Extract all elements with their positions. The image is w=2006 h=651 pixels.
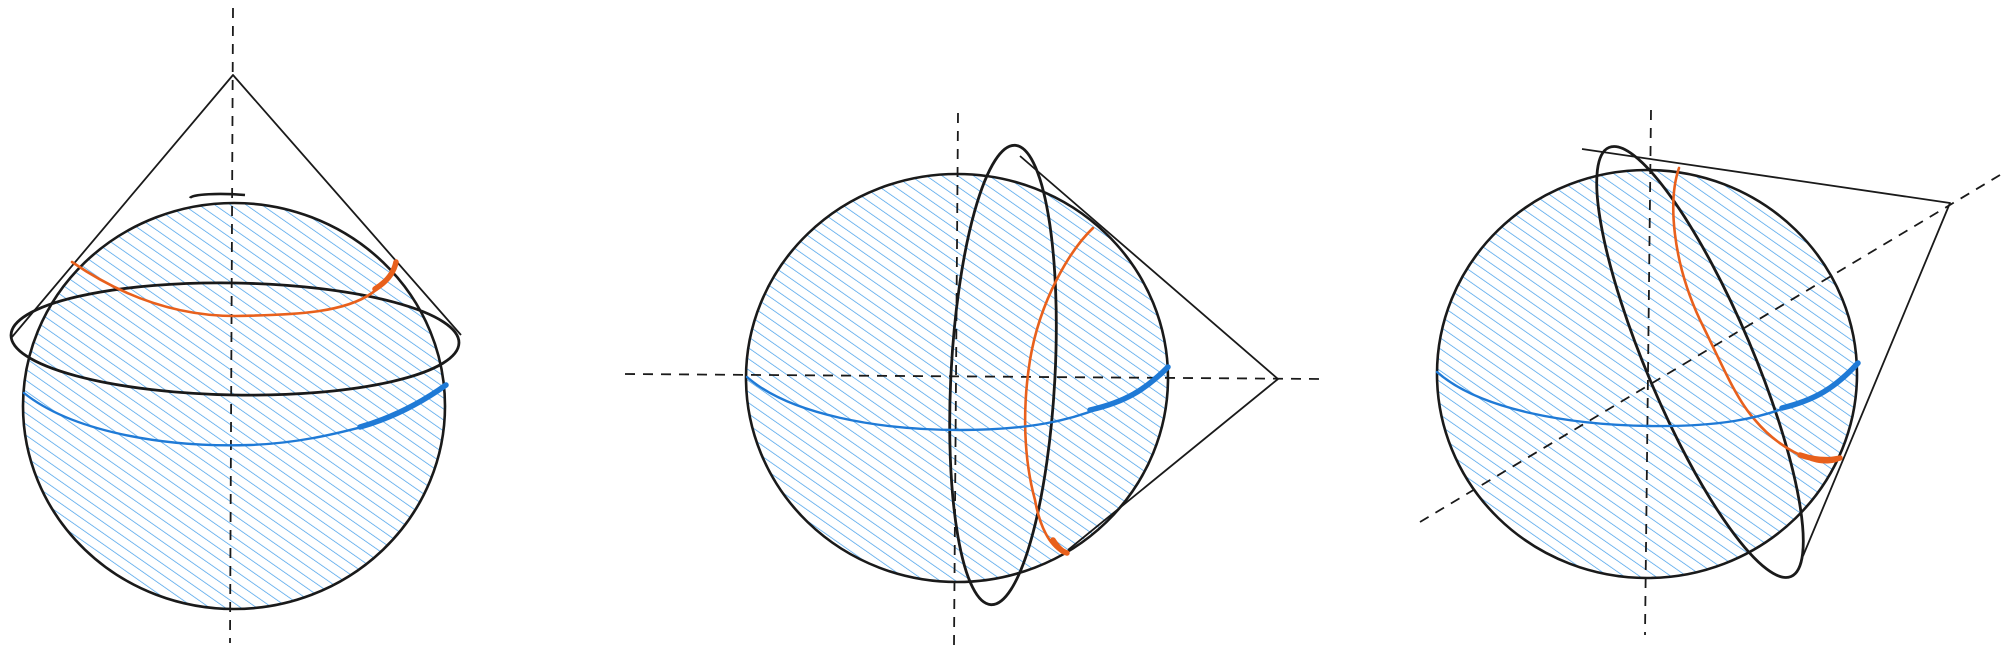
figure-3-tilted-cone <box>1419 109 2001 636</box>
cone-3-lines <box>1581 148 1951 557</box>
cone-2-lines <box>1019 155 1279 551</box>
orange-curve-2 <box>1023 226 1095 554</box>
equator-2-thick-end <box>1087 364 1171 413</box>
figure-2-horizontal-cone <box>624 112 1323 646</box>
equator-2 <box>745 375 1102 432</box>
orange-curve-1-end <box>372 259 399 292</box>
sphere-1-outline <box>21 201 447 611</box>
axis-2-horizontal <box>624 373 1323 380</box>
figure-1-vertical-cone <box>9 7 462 644</box>
sphere-1-hatched-fill <box>23 203 445 609</box>
equator-1-thick-end <box>357 382 449 430</box>
sphere-1-outline-scribble <box>188 192 246 200</box>
cone-1-lines <box>11 74 462 338</box>
equator-1 <box>22 391 372 447</box>
axis-3-tilted <box>1419 174 2001 523</box>
equator-3-thick-end <box>1779 360 1861 411</box>
sphere-3-outline <box>1435 168 1859 580</box>
sphere-2-hatched-fill <box>746 174 1168 582</box>
cone-2-base-ring <box>948 143 1058 607</box>
orange-curve-2-end <box>1050 537 1070 556</box>
orange-curve-3-end <box>1797 452 1843 463</box>
cone-3-base-ring <box>1595 145 1805 579</box>
axis-3-vertical <box>1644 109 1652 636</box>
equator-3 <box>1435 370 1792 428</box>
cone-1-base-ring <box>9 281 461 397</box>
axis-1-vertical <box>229 7 234 644</box>
